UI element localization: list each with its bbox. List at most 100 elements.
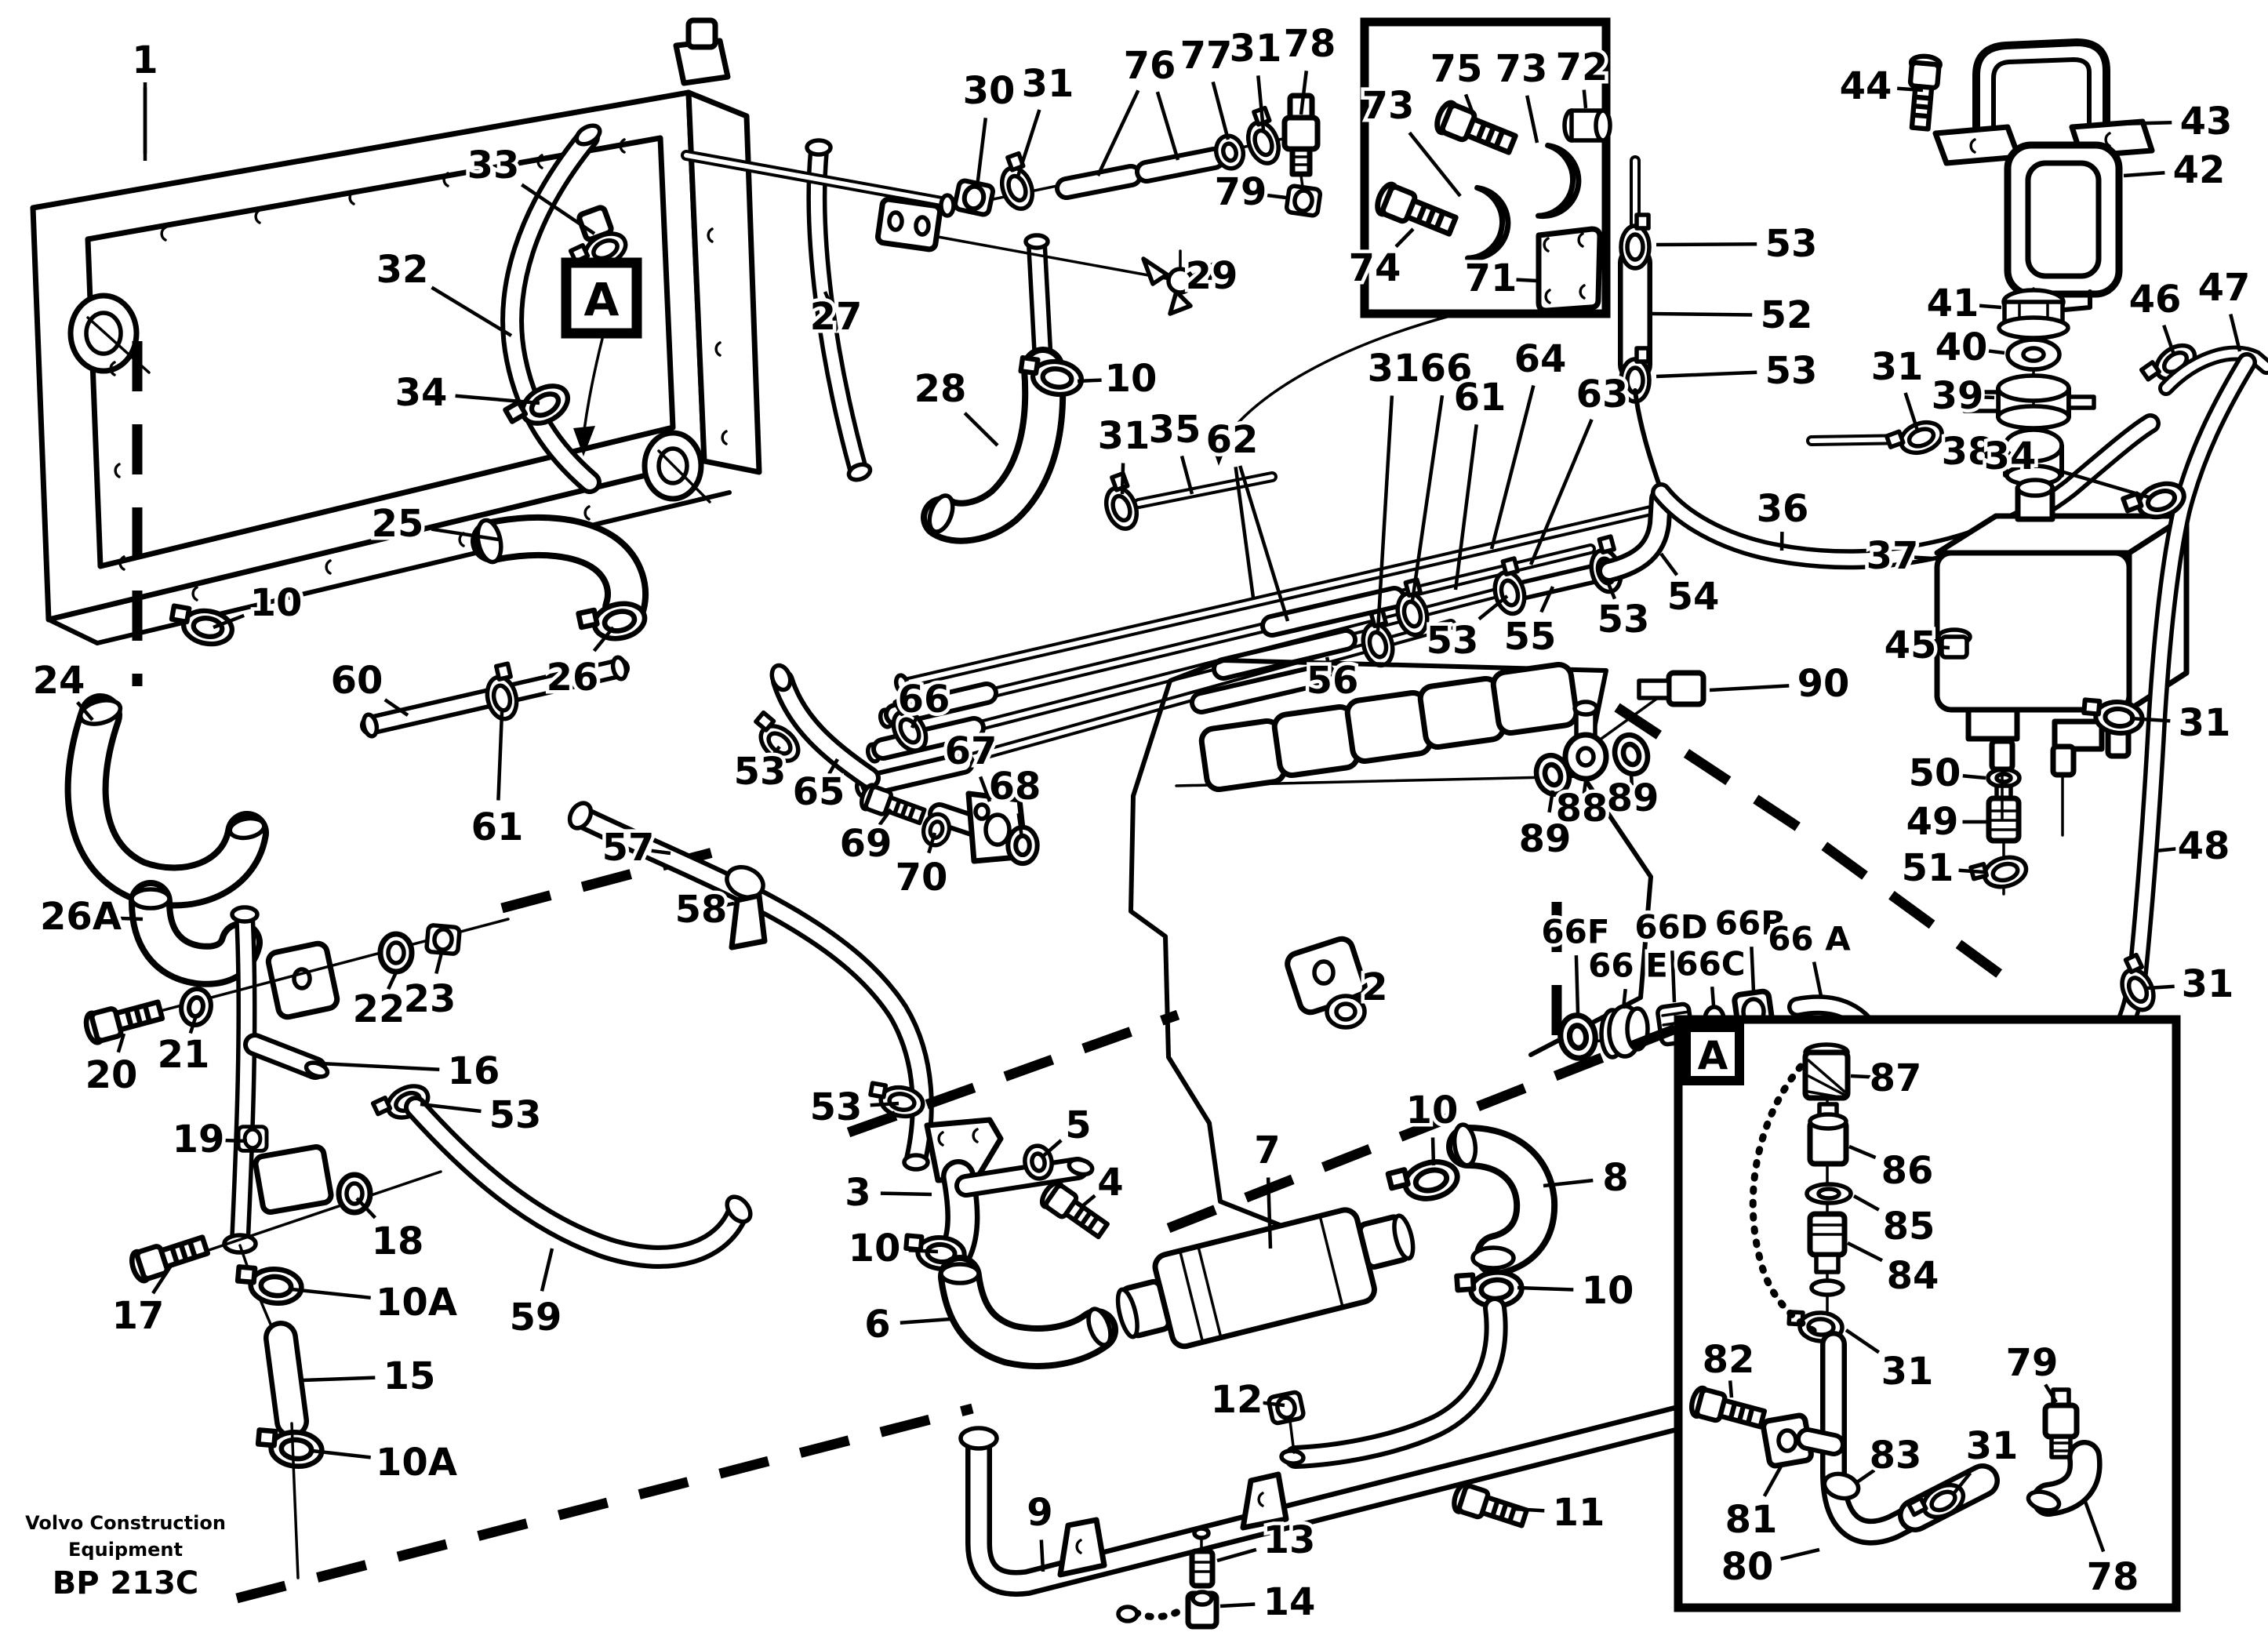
part-label-23-12: 23 [404,977,456,1021]
leader-line-31 [1845,1328,1881,1354]
part-label-10-59: 10 [1105,357,1158,401]
leader-line-77 [1211,81,1230,140]
part-label-73-107: 73 [1496,47,1548,91]
leader-line-31 [1951,1471,1972,1496]
top-inset-box [1209,17,1612,466]
part-label-74-110: 74 [1349,246,1401,290]
leader-line-85 [1852,1194,1880,1212]
leader-line-78 [1299,71,1309,115]
logo-line2: Equipment [68,1539,183,1561]
leader-line-26 [592,626,615,652]
leader-line-71 [1516,278,1538,283]
part-label-66F-100: 66F [1541,913,1609,951]
part-label-73-109: 73 [1362,84,1415,128]
part-label-4-36: 4 [1097,1161,1123,1205]
part-label-10A-20: 10A [376,1281,457,1325]
part-label-26-6: 26 [547,656,599,700]
leader-line-73 [1408,131,1462,198]
part-label-39-78: 39 [1932,374,1984,418]
part-label-8-41: 8 [1602,1156,1628,1200]
leader-line-66 E [1621,988,1627,1009]
part-label-31-90: 31 [2179,701,2231,745]
leader-line-65 [827,758,839,776]
leader-line-53 [420,1102,482,1114]
part-label-10A-22: 10A [376,1441,457,1485]
leader-line-53 [1605,581,1617,600]
part-label-34-87: 34 [1984,434,2037,478]
part-label-22-11: 22 [353,987,405,1031]
leader-line-25 [431,527,500,542]
part-label-36-73: 36 [1757,487,1809,531]
part-label-19-15: 19 [173,1118,225,1161]
logo-block: Volvo Construction Equipment BP 213C [25,1512,226,1601]
leader-line-23 [434,952,444,975]
part-label-21-14: 21 [158,1033,210,1077]
part-label-66-65: 66 [1420,347,1473,391]
logo-line1: Volvo Construction [25,1512,226,1534]
leader-line-29 [1194,277,1204,283]
leader-line-53 [870,1101,900,1107]
part-label-53-33: 53 [810,1085,863,1129]
part-label-5-35: 5 [1065,1103,1091,1147]
part-label-83-119: 83 [1870,1434,1922,1478]
part-label-13-45: 13 [1263,1518,1316,1562]
leader-line-87 [1850,1074,1871,1079]
leader-line-10 [908,1248,939,1254]
part-label-51-99: 51 [1902,846,1954,890]
center-hose-drawing [567,663,1180,1172]
leader-line-7 [1266,1177,1273,1249]
leader-line-8 [1543,1178,1594,1188]
leader-line-34 [2042,464,2150,500]
part-label-31-92: 31 [2182,962,2234,1006]
leader-line-39 [1977,394,1995,400]
leader-line-32 [431,285,513,337]
leader-line-62 [1234,467,1256,598]
leader-line-18 [355,1197,377,1219]
part-label-56-63: 56 [1307,659,1359,703]
leader-line-61 [496,711,504,801]
leader-line-44 [1897,86,1924,93]
leader-line-12 [1263,1401,1285,1408]
part-label-31-116: 31 [1881,1350,1934,1394]
part-label-61-9: 61 [471,805,524,849]
part-label-49-98: 49 [1906,800,1959,844]
part-label-35-61: 35 [1149,408,1201,452]
leader-line-66 [910,714,919,729]
part-label-72-108: 72 [1556,45,1608,89]
leader-line-11 [1513,1507,1545,1513]
leader-line-66 [1410,394,1445,602]
part-label-78-54: 78 [1284,22,1336,66]
leader-line-26A [114,916,144,921]
part-label-53-76: 53 [1765,349,1818,393]
leader-line-63 [1528,419,1594,565]
leader-line-54 [1659,552,1679,576]
part-label-77-52: 77 [1180,34,1233,78]
leader-line-89 [1629,774,1634,786]
leader-line-90 [1709,684,1790,692]
leader-line-10A [291,1287,371,1300]
part-label-29-56: 29 [1186,254,1238,298]
detail-a-marker-box [561,257,642,339]
part-label-86-113: 86 [1881,1149,1934,1193]
part-label-10-5: 10 [250,581,303,625]
leader-line-10 [1077,378,1102,383]
part-label-40-81: 40 [1935,325,1988,369]
part-label-52-75: 52 [1761,293,1813,337]
part-label-62-62: 62 [1206,418,1259,462]
part-label-53-69: 53 [1427,619,1479,663]
part-label-34-3: 34 [395,371,448,415]
part-label-53-71: 53 [1597,598,1650,642]
part-label-54-72: 54 [1667,575,1720,619]
leader-line-10 [213,613,245,630]
part-label-44-82: 44 [1840,64,1892,108]
upper-hose-drawing: A [471,93,1321,645]
leader-line-53 [1656,370,1757,379]
leader-line-55 [1539,586,1555,613]
leader-line-45 [1932,645,1950,650]
part-label-84-115: 84 [1887,1254,1939,1298]
leader-line-59 [540,1248,554,1292]
part-label-1-0: 1 [132,38,158,82]
leader-line-19 [225,1138,248,1143]
leader-line-31 [1256,75,1266,131]
